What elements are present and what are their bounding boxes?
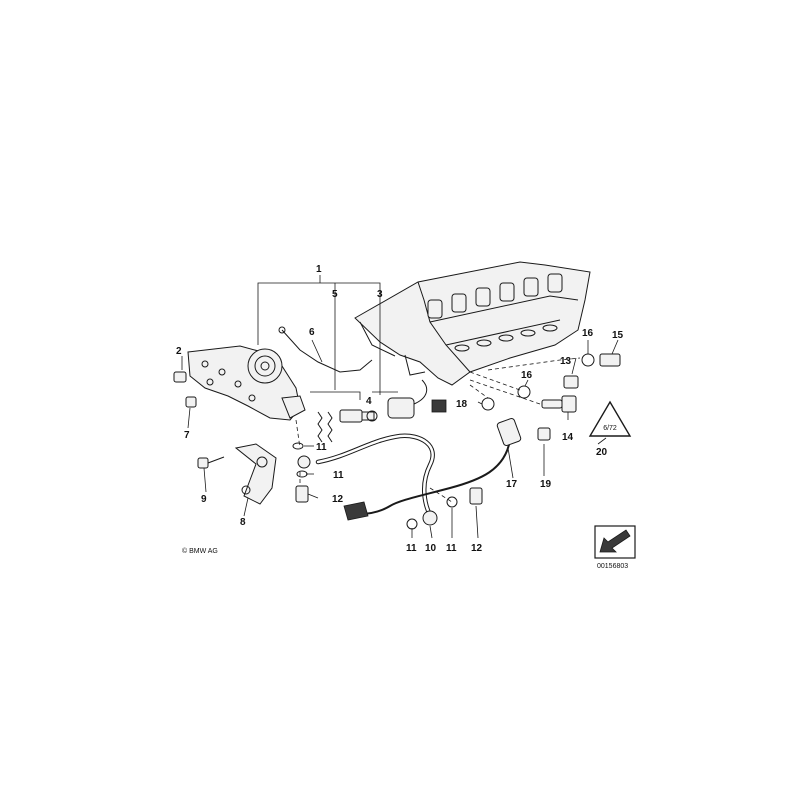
oring-4 [366, 410, 378, 422]
oil-line [297, 433, 438, 526]
seal-ring-11b [296, 470, 308, 478]
gasket [281, 329, 373, 373]
drawing-number-box: 00156803 [594, 525, 636, 570]
piston [339, 409, 375, 423]
screw-plug-13 [563, 375, 579, 389]
alignment-lines [295, 357, 581, 503]
callout-14: 14 [562, 432, 574, 443]
callout-1: 1 [316, 264, 322, 275]
drawing-number: 00156803 [597, 563, 628, 570]
callout-16a: 16 [582, 328, 594, 339]
callout-2: 2 [176, 346, 182, 357]
seal-ring-11c [406, 518, 418, 530]
oring-18 [481, 397, 495, 411]
callout-10: 10 [425, 543, 437, 554]
callout-4: 4 [366, 396, 372, 407]
callout-11a: 11 [316, 442, 327, 453]
callout-18: 18 [456, 399, 468, 410]
callout-11d: 11 [446, 543, 457, 554]
seal-ring-16a [581, 353, 595, 367]
callout-3: 3 [377, 289, 383, 300]
svg-text:6/72: 6/72 [603, 425, 617, 432]
callout-5: 5 [332, 289, 338, 300]
copyright-text: © BMW AG [182, 547, 218, 555]
callout-13: 13 [560, 356, 572, 367]
vanos-unit [187, 345, 306, 421]
seal-ring-16b [517, 385, 531, 399]
camshaft-journals [427, 273, 563, 319]
callout-15: 15 [612, 330, 624, 341]
seal-ring-11d [446, 496, 458, 508]
callout-11b: 11 [333, 470, 344, 481]
bolt-19 [537, 427, 551, 441]
solenoid-valve [387, 379, 447, 419]
callout-8: 8 [240, 517, 246, 528]
callout-20: 20 [596, 447, 608, 458]
callout-labels: 1 2 3 4 5 6 7 8 9 10 11 11 11 11 12 12 1… [176, 264, 624, 554]
callout-9: 9 [201, 494, 207, 505]
sensor-14 [541, 395, 577, 413]
warning-triangle-icon: 6/72 [588, 400, 632, 437]
callout-6: 6 [309, 327, 315, 338]
callout-7: 7 [184, 430, 190, 441]
callout-16b: 16 [521, 370, 533, 381]
callout-19: 19 [540, 479, 552, 490]
seal-ring-11a [292, 442, 304, 450]
callout-11c: 11 [406, 543, 417, 554]
group-bracket-1 [257, 275, 398, 400]
leader-lines [181, 339, 619, 539]
spring [317, 411, 333, 443]
bracket [234, 443, 277, 505]
banjo-bolt-12b [469, 487, 483, 505]
cylinder-head [354, 261, 591, 386]
screw-plug [173, 371, 187, 383]
bolt-9 [197, 456, 225, 469]
valve-ports [454, 324, 558, 352]
callout-12b: 12 [471, 543, 483, 554]
callout-17: 17 [506, 479, 518, 490]
bolt-7 [185, 396, 197, 408]
callout-12a: 12 [332, 494, 344, 505]
sensor-cable [343, 417, 522, 521]
screw-plug-15 [599, 353, 621, 367]
banjo-bolt-12a [295, 485, 309, 503]
